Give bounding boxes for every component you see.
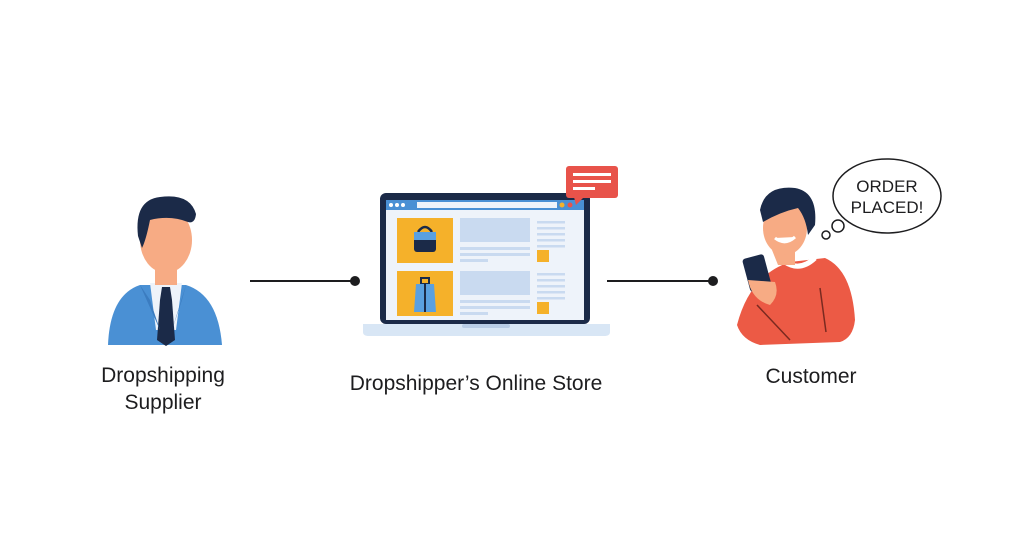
thought-bubble-line2: PLACED!	[851, 198, 924, 217]
laptop-store-icon	[363, 193, 610, 336]
connector-supplier-store	[250, 276, 360, 286]
connector-store-customer	[607, 276, 718, 286]
businessman-icon	[108, 196, 222, 346]
notification-icon	[566, 166, 618, 205]
customer-label: Customer	[765, 365, 857, 388]
jacket-icon	[414, 277, 436, 312]
supplier-label: Dropshipping Supplier	[63, 362, 263, 416]
store-label: Dropshipper’s Online Store	[349, 372, 603, 395]
supplier-label-line2: Supplier	[124, 391, 202, 414]
supplier-label-line1: Dropshipping	[101, 364, 225, 387]
thought-bubble: ORDER PLACED!	[821, 158, 942, 240]
handbag-icon	[414, 225, 436, 252]
customer-phone-icon	[737, 187, 855, 345]
thought-bubble-line1: ORDER	[856, 177, 917, 196]
